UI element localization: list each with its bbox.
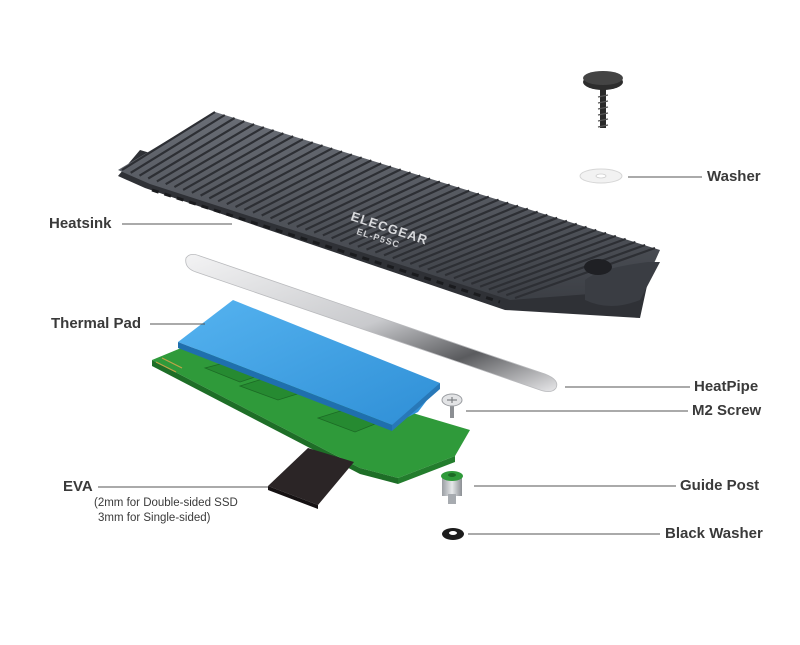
heatsink-fin: [488, 237, 627, 291]
heatpipe: [185, 254, 558, 392]
heatsink-fin: [208, 141, 314, 200]
eva-pad: [268, 448, 354, 509]
heatsink-fin: [243, 153, 353, 211]
leader-lines: [98, 176, 702, 535]
heatsink-fin: [191, 135, 294, 194]
guide-post: [441, 471, 463, 504]
heatsink-fin: [479, 234, 617, 288]
washer: [579, 168, 623, 184]
heatsink-fin: [453, 225, 587, 280]
washer-label: Washer: [707, 168, 761, 185]
heatsink-fin: [383, 201, 509, 257]
heatsink-fin: [121, 111, 216, 171]
heatsink-fin: [173, 129, 275, 189]
heatsink-fin: [296, 171, 412, 228]
heatsink-fin: [409, 210, 539, 265]
black-washer: [442, 528, 464, 540]
heatsink-fin: [156, 123, 255, 183]
ssd-pcb: [152, 346, 470, 484]
heatsink-fin: [497, 240, 636, 294]
heatsink-fin: [130, 114, 226, 174]
heatsink-fin: [418, 213, 548, 268]
black-washer-label: Black Washer: [665, 525, 763, 542]
heatsink-fin: [514, 246, 656, 300]
heatsink-fin: [348, 189, 470, 246]
heatsink-fin: [313, 177, 431, 234]
heatsink-fin: [339, 186, 460, 243]
heatsink-fin: [505, 243, 646, 297]
m2-screw-label: M2 Screw: [692, 402, 762, 419]
heatsink-label: Heatsink: [49, 215, 112, 232]
heatsink-fin: [252, 156, 363, 214]
heatsink-fin: [270, 162, 382, 220]
heatsink-fin: [304, 174, 421, 231]
heatsink-fin: [200, 138, 304, 197]
heatsink-fin: [182, 132, 284, 191]
heatsink-fin: [217, 144, 324, 203]
top-screw: [583, 71, 623, 128]
heatsink-fin: [147, 120, 245, 180]
heatsink-fin: [331, 183, 451, 240]
m2-screw: [441, 393, 463, 418]
heatsink-fin: [226, 147, 333, 206]
guide-post-label: Guide Post: [680, 477, 760, 494]
eva-note-line-1: (2mm for Double-sided SSD: [94, 497, 238, 509]
heatsink-fin: [322, 180, 441, 237]
heatsink-fin: [374, 198, 500, 254]
heatsink-fin: [138, 117, 236, 177]
heatsink-fin: [392, 204, 519, 260]
heatpipe-label: HeatPipe: [694, 378, 759, 395]
heatsink-fin: [261, 159, 372, 217]
eva-label: EVA: [63, 478, 93, 495]
heatsink-fin: [357, 192, 480, 248]
heatsink-fin: [287, 168, 402, 225]
heatsink-fin: [470, 231, 607, 285]
heatsink: ELECGEAR EL-P5SC: [118, 111, 660, 318]
heatsink-fin: [462, 228, 597, 282]
heatsink-fin: [366, 195, 490, 251]
heatsink-fin: [435, 219, 568, 274]
heatsink-fin: [427, 216, 558, 271]
heatsink-fin: [165, 126, 265, 186]
thermal-pad: [178, 300, 440, 431]
heatsink-fin: [401, 207, 529, 263]
heatsink-fin: [234, 150, 343, 208]
heatsink-fin: [444, 222, 578, 277]
heatsink-fin: [278, 165, 392, 223]
thermal-pad-label: Thermal Pad: [51, 315, 142, 332]
eva-note-line-2: 3mm for Single-sided): [98, 512, 211, 524]
